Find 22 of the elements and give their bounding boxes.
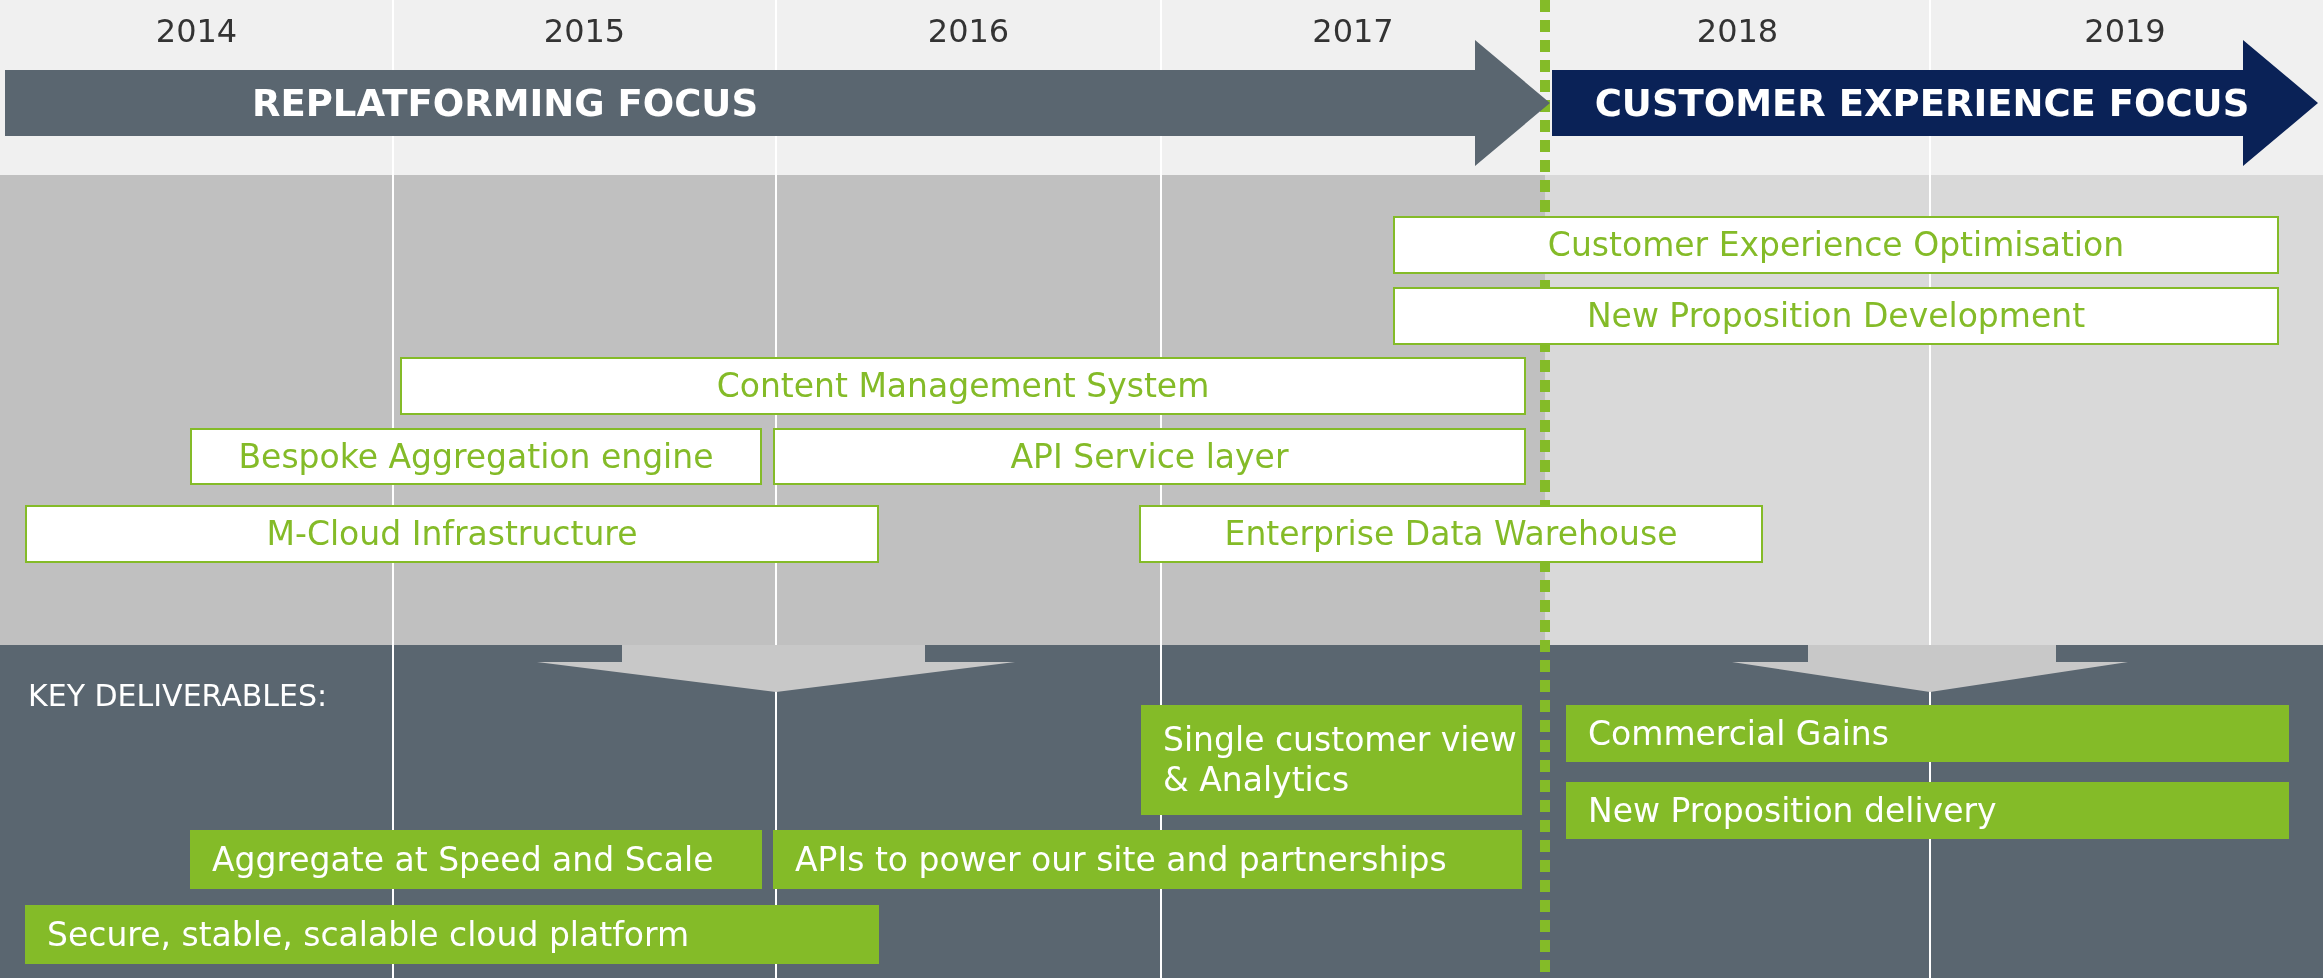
workstream-bar: Customer Experience Optimisation [1393, 216, 2279, 274]
year-label: 2017 [1312, 12, 1394, 50]
year-label: 2019 [2084, 12, 2166, 50]
deliverable-bar: New Proposition delivery [1566, 782, 2289, 839]
workstream-bar: New Proposition Development [1393, 287, 2279, 345]
workstream-bar: Content Management System [400, 357, 1526, 415]
workstream-bar: API Service layer [773, 428, 1526, 485]
year-label: 2016 [927, 12, 1010, 50]
banner-title: CUSTOMER EXPERIENCE FOCUS [1594, 81, 2250, 125]
section-heading: KEY DELIVERABLES: [28, 678, 328, 713]
banner-title: REPLATFORMING FOCUS [251, 81, 759, 125]
deliverable-bar: Secure, stable, scalable cloud platform [25, 905, 879, 964]
year-label: 2018 [1696, 12, 1779, 50]
deliverable-bar: Single customer view & Analytics [1141, 705, 1522, 815]
workstream-bar: Bespoke Aggregation engine [190, 428, 762, 485]
workstream-bar: Enterprise Data Warehouse [1139, 505, 1763, 563]
year-label: 2015 [543, 12, 626, 50]
deliverable-bar: APIs to power our site and partnerships [773, 830, 1522, 889]
workstream-bar: M-Cloud Infrastructure [25, 505, 879, 563]
year-label: 2014 [155, 12, 238, 50]
deliverable-bar: Aggregate at Speed and Scale [190, 830, 762, 889]
deliverable-bar: Commercial Gains [1566, 705, 2289, 762]
